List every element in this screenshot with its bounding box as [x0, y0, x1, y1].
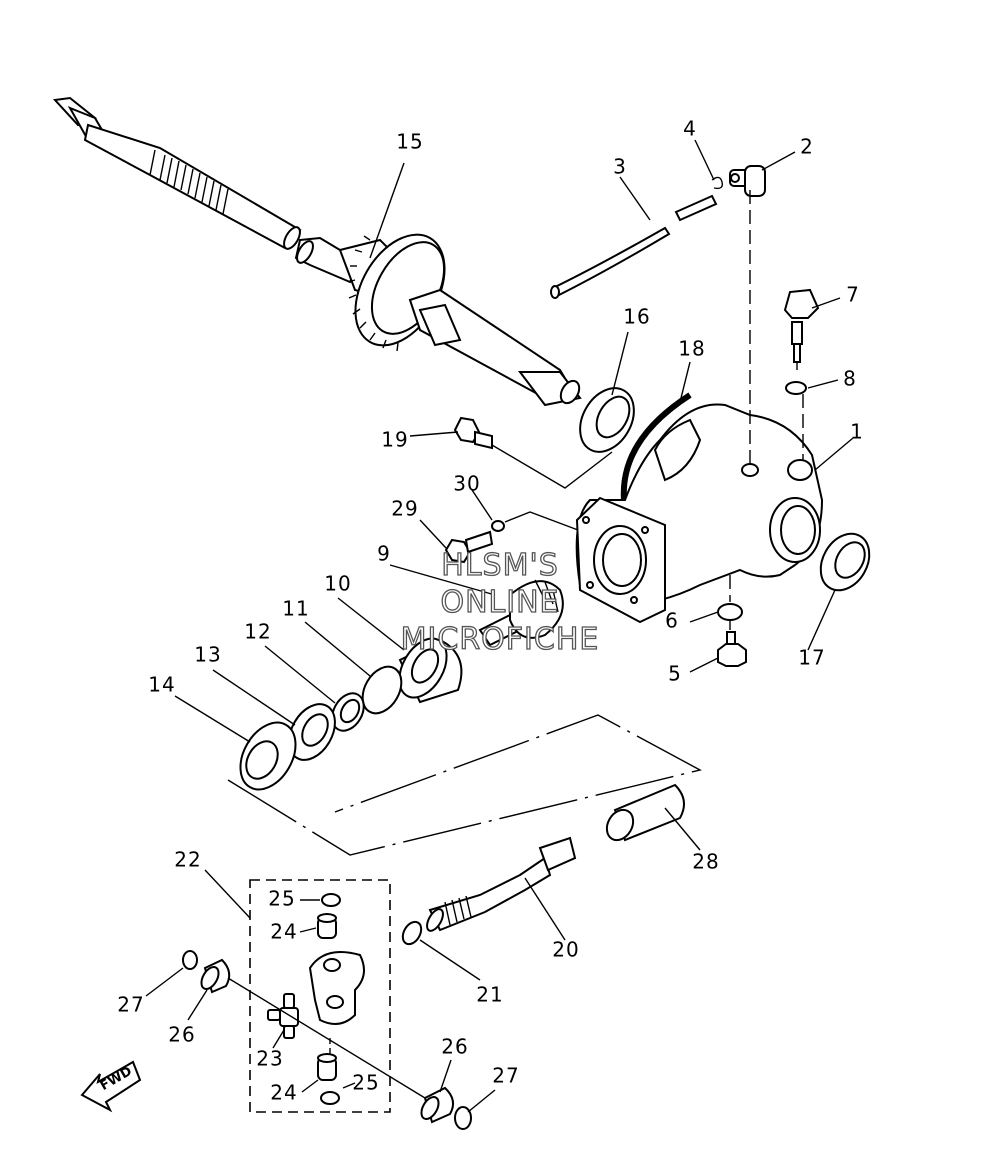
callout-labels: 1 2 3 4 5 6 7 8 9 10 11 12 13 14 15 16 1… [117, 117, 864, 1105]
callout-2: 2 [800, 135, 814, 159]
callout-11: 11 [282, 597, 309, 621]
callout-5: 5 [668, 662, 682, 686]
callout-20: 20 [552, 938, 579, 962]
yoke-part-22[interactable] [308, 951, 365, 1025]
callout-27-left: 27 [117, 993, 144, 1017]
bushing-part-10[interactable] [390, 630, 463, 705]
callout-10: 10 [324, 572, 351, 596]
retainer-part-25-upper[interactable] [321, 893, 341, 907]
callout-28: 28 [692, 850, 719, 874]
retainer-part-25-lower[interactable] [320, 1091, 340, 1105]
watermark-line-2: ONLINE [440, 585, 559, 620]
pinion-gear-part-9[interactable] [478, 579, 564, 647]
gear-case-part-1[interactable] [575, 403, 824, 624]
circlip-part-21[interactable] [399, 919, 425, 948]
needle-bearing-part-12[interactable] [326, 688, 370, 737]
washer-part-6[interactable] [717, 603, 743, 621]
fitting-part-2[interactable] [729, 165, 766, 197]
watermark: HLSM'S ONLINE MICROFICHE [400, 547, 600, 657]
drive-shaft-part-15[interactable] [52, 96, 583, 407]
callout-24-upper: 24 [270, 920, 297, 944]
callout-29: 29 [391, 497, 418, 521]
bolt-part-19[interactable] [453, 416, 493, 450]
kit-box-part-22 [249, 879, 391, 1113]
callout-26-right: 26 [441, 1035, 468, 1059]
fwd-arrow-icon: FWD [80, 1060, 142, 1113]
drain-plug-part-5[interactable] [717, 631, 747, 667]
callout-6: 6 [665, 609, 679, 633]
cap-part-24-upper[interactable] [317, 913, 337, 939]
callout-7: 7 [846, 283, 860, 307]
callout-19: 19 [381, 428, 408, 452]
leader-lines [145, 139, 854, 1113]
clip-part-4[interactable] [711, 176, 724, 190]
seal-part-17[interactable] [811, 525, 879, 599]
sleeve-part-28[interactable] [602, 783, 685, 845]
callout-8: 8 [843, 367, 857, 391]
callout-25-lower: 25 [352, 1071, 379, 1095]
callout-22: 22 [174, 848, 201, 872]
callout-14: 14 [148, 673, 175, 697]
plate-part-14[interactable] [229, 713, 307, 799]
washer-part-30[interactable] [491, 520, 505, 532]
shaft-part-20[interactable] [424, 836, 577, 933]
ring-part-27-right[interactable] [454, 1106, 472, 1130]
callout-27-right: 27 [492, 1064, 519, 1088]
callout-16: 16 [623, 305, 650, 329]
callout-30: 30 [453, 472, 480, 496]
callout-3: 3 [613, 155, 627, 179]
callout-4: 4 [683, 117, 697, 141]
callout-17: 17 [798, 646, 825, 670]
callout-25-upper: 25 [268, 887, 295, 911]
hose-part-3[interactable] [550, 194, 718, 299]
cap-part-24-lower[interactable] [317, 1053, 337, 1081]
bushing-part-26-right[interactable] [418, 1086, 455, 1124]
ring-part-27-left[interactable] [182, 950, 198, 970]
gasket-part-18[interactable] [620, 392, 692, 501]
callout-13: 13 [194, 643, 221, 667]
watermark-line-3: MICROFICHE [401, 622, 600, 657]
bearing-part-13[interactable] [280, 696, 345, 768]
callout-1: 1 [850, 420, 864, 444]
callout-24-lower: 24 [270, 1081, 297, 1105]
seal-part-16[interactable] [569, 379, 645, 462]
callout-9: 9 [377, 542, 391, 566]
bolt-part-29[interactable] [444, 530, 494, 564]
callout-23: 23 [256, 1047, 283, 1071]
callout-26-left: 26 [168, 1023, 195, 1047]
watermark-line-1: HLSM'S [441, 548, 559, 583]
callout-18: 18 [678, 337, 705, 361]
plug-part-7[interactable] [783, 288, 820, 370]
callout-12: 12 [244, 620, 271, 644]
cross-part-23[interactable] [267, 993, 299, 1039]
o-ring-part-8[interactable] [785, 381, 807, 395]
bushing-part-26-left[interactable] [198, 958, 231, 994]
callout-15: 15 [396, 130, 423, 154]
o-ring-part-11[interactable] [355, 660, 409, 720]
callout-21: 21 [476, 983, 503, 1007]
